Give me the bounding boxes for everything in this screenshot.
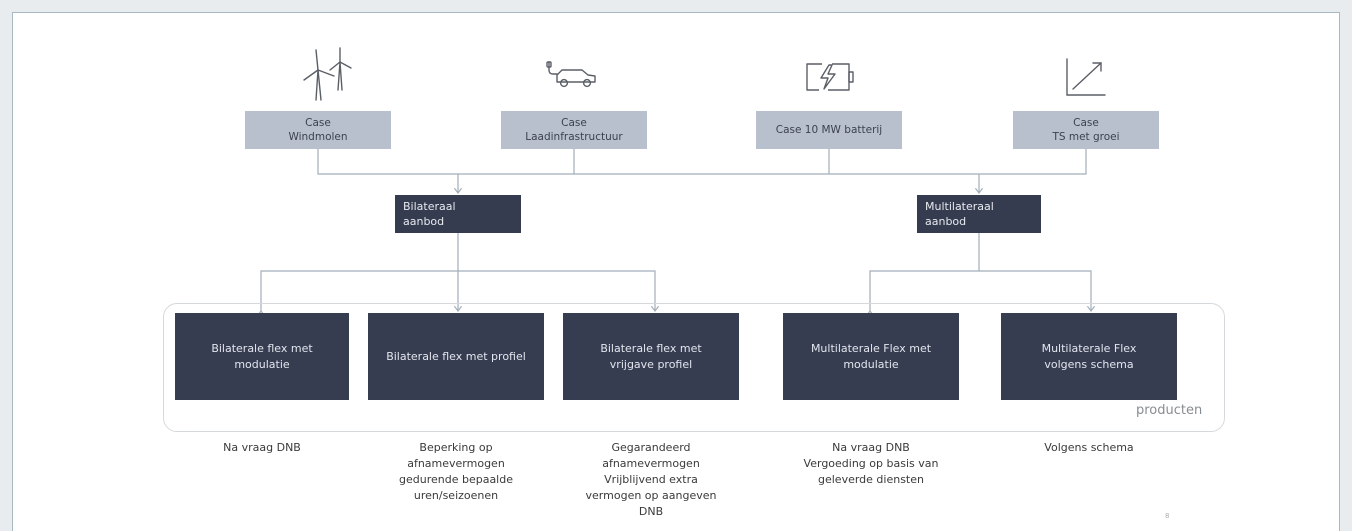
product-bilateraal-profiel: Bilaterale flex met profiel [368, 313, 544, 400]
case-laadinfrastructuur: Case Laadinfrastructuur [501, 111, 647, 149]
slide-frame [12, 12, 1340, 531]
case-line2: Windmolen [288, 131, 348, 143]
case-windmolen: Case Windmolen [245, 111, 391, 149]
note-multilateraal-schema: Volgens schema [1001, 440, 1177, 456]
product-multilateraal-modulatie: Multilaterale Flex met modulatie [783, 313, 959, 400]
product-line2: modulatie [843, 357, 899, 371]
note-line: Beperking op [419, 441, 493, 454]
note-multilateraal-modulatie: Na vraag DNB Vergoeding op basis van gel… [783, 440, 959, 488]
note-bilateraal-modulatie: Na vraag DNB [175, 440, 349, 456]
producten-label: producten [1136, 403, 1203, 418]
aanbod-line2: aanbod [403, 215, 445, 228]
case-line2: TS met groei [1052, 131, 1120, 143]
product-bilateraal-modulatie: Bilaterale flex met modulatie [175, 313, 349, 400]
growth-chart-icon [1066, 58, 1106, 96]
page-number: 8 [1165, 512, 1170, 520]
note-line: geleverde diensten [818, 473, 924, 486]
product-line2: modulatie [234, 357, 290, 371]
bilateraal-aanbod: Bilateraal aanbod [395, 195, 521, 233]
multilateraal-aanbod: Multilateraal aanbod [917, 195, 1041, 233]
aanbod-line1: Multilateraal [925, 200, 994, 213]
note-line: afnamevermogen [602, 457, 700, 470]
note-line: Vrijblijvend extra [604, 473, 698, 486]
wind-turbine-icon [303, 47, 352, 101]
case-line2: Laadinfrastructuur [525, 131, 623, 143]
note-line: gedurende bepaalde [399, 473, 513, 486]
case-ts-met-groei: Case TS met groei [1013, 111, 1159, 149]
producten-group [163, 303, 1225, 432]
note-line: DNB [638, 505, 664, 518]
product-line2: volgens schema [1044, 357, 1134, 371]
note-line: uren/seizoenen [413, 489, 499, 502]
bilateraal-branch [261, 270, 655, 311]
note-bilateraal-profiel: Beperking op afnamevermogen gedurende be… [368, 440, 544, 504]
aanbod-line1: Bilateraal [403, 200, 456, 213]
battery-icon [806, 63, 854, 91]
note-line: Na vraag DNB [223, 441, 301, 454]
note-line: Volgens schema [1044, 441, 1134, 454]
case-line1: Case [305, 117, 331, 129]
case-line1: Case [561, 117, 587, 129]
note-line: Na vraag DNB [832, 441, 910, 454]
note-line: vermogen op aangeven [585, 489, 717, 502]
product-line2: vrijgave profiel [609, 357, 693, 371]
product-bilateraal-vrijgave: Bilaterale flex met vrijgave profiel [563, 313, 739, 400]
case-line1: Case 10 MW batterij [775, 124, 883, 136]
product-line1: Multilaterale Flex met [810, 341, 932, 355]
product-line1: Bilaterale flex met [211, 341, 313, 355]
electric-car-icon [546, 61, 596, 88]
case-batterij: Case 10 MW batterij [756, 111, 902, 149]
product-multilateraal-schema: Multilaterale Flex volgens schema [1001, 313, 1177, 400]
note-bilateraal-vrijgave: Gegarandeerd afnamevermogen Vrijblijvend… [563, 440, 739, 520]
multilateraal-branch [870, 270, 1091, 311]
product-line1: Bilaterale flex met profiel [386, 349, 526, 363]
note-line: afnamevermogen [407, 457, 505, 470]
aanbod-line2: aanbod [925, 215, 967, 228]
note-line: Gegarandeerd [611, 441, 691, 454]
product-line1: Multilaterale Flex [1041, 341, 1137, 355]
note-line: Vergoeding op basis van [803, 457, 939, 470]
case-bus-line [317, 149, 1087, 175]
case-line1: Case [1073, 117, 1099, 129]
product-line1: Bilaterale flex met [600, 341, 702, 355]
